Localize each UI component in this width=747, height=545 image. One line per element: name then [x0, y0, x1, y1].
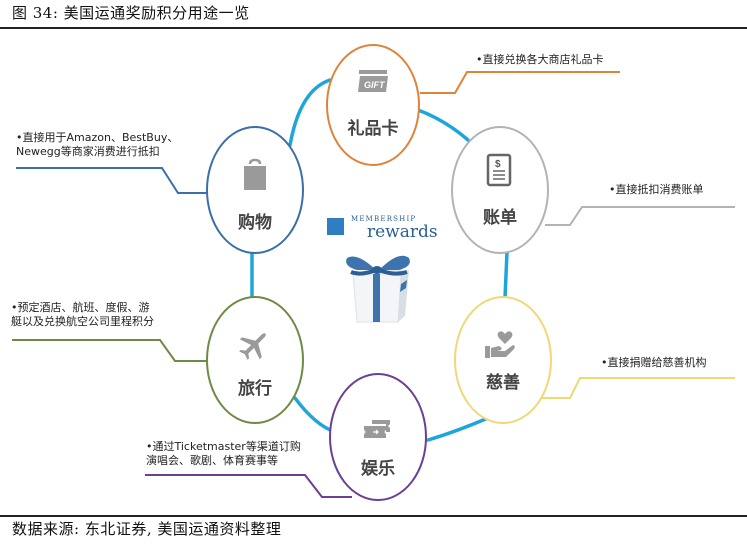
svg-text:$: $ [495, 159, 501, 170]
hand-heart-icon [485, 331, 515, 358]
node-circle-bill [451, 126, 549, 254]
airplane-icon [239, 333, 266, 360]
note-bill: •直接抵扣消费账单 [609, 183, 704, 197]
shopping-bag-icon [244, 158, 266, 190]
gift-box-icon [346, 255, 410, 323]
note-shopping: •直接用于Amazon、BestBuy、 Newegg等商家消费进行抵扣 [16, 131, 178, 159]
ticket-icon [364, 420, 390, 438]
note-line: •直接抵扣消费账单 [609, 183, 704, 196]
leader-line-bill [545, 206, 735, 226]
node-label-charity: 慈善 [486, 373, 520, 393]
leader-line-travel [12, 339, 208, 362]
logo-text-membership: MEMBERSHIP [351, 215, 417, 223]
node-label-bill: 账单 [483, 208, 517, 228]
note-line: 演唱会、歌剧、体育赛事等 [146, 454, 278, 467]
note-line: •直接兑换各大商店礼品卡 [476, 53, 604, 66]
note-line: 艇以及兑换航空公司里程积分 [11, 315, 154, 328]
note-line: •直接捐赠给慈善机构 [601, 356, 707, 369]
leader-line-entertainment [145, 474, 352, 498]
node-circle-charity [454, 296, 552, 424]
node-label-gift-card: 礼品卡 [347, 119, 399, 139]
logo-text-rewards: rewards [367, 222, 438, 242]
note-line: •预定酒店、航班、度假、游 [11, 301, 150, 314]
node-circle-gift-card [326, 44, 420, 166]
bill-receipt-icon: $ [486, 153, 512, 187]
node-label-travel: 旅行 [238, 379, 272, 399]
membership-rewards-logo: MEMBERSHIP rewards [327, 213, 438, 243]
node-label-entertainment: 娱乐 [361, 459, 395, 479]
node-circle-travel [206, 296, 304, 424]
note-gift-card: •直接兑换各大商店礼品卡 [476, 53, 604, 67]
bottom-rule [0, 515, 747, 517]
note-entertainment: •通过Ticketmaster等渠道订购 演唱会、歌剧、体育赛事等 [146, 440, 301, 468]
top-rule [0, 27, 747, 29]
connector-ring [250, 78, 509, 442]
note-line: •直接用于Amazon、BestBuy、 [16, 131, 179, 144]
svg-text:GIFT: GIFT [364, 80, 386, 90]
note-line: •通过Ticketmaster等渠道订购 [146, 440, 301, 453]
leader-line-charity [540, 377, 735, 399]
note-line: Newegg等商家消费进行抵扣 [16, 145, 160, 158]
leader-line-gift-card [420, 71, 620, 94]
source-note: 数据来源: 东北证券, 美国运通资料整理 [12, 520, 282, 538]
note-charity: •直接捐赠给慈善机构 [601, 356, 707, 370]
amex-logo-icon [327, 218, 344, 235]
node-label-shopping: 购物 [238, 213, 272, 233]
gift-card-icon: GIFT [358, 70, 388, 92]
leader-line-shopping [16, 167, 208, 194]
note-travel: •预定酒店、航班、度假、游 艇以及兑换航空公司里程积分 [11, 301, 154, 329]
figure-title: 图 34: 美国运通奖励积分用途一览 [12, 4, 250, 22]
